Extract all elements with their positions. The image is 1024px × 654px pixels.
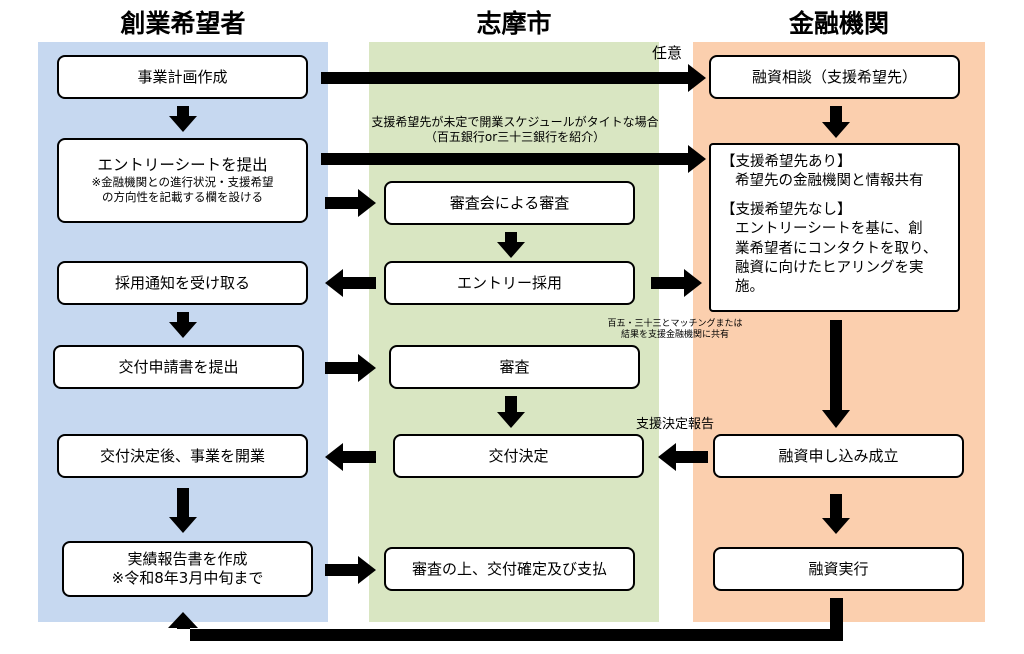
arrow-plan-to-entry	[169, 106, 197, 132]
label-optional: 任意	[652, 44, 683, 62]
label-matching-1: 百五・三十三とマッチングまたは	[607, 319, 743, 329]
label-matching-2: 結果を支援金融機関に共有	[620, 330, 729, 340]
arrow-execution-to-report	[168, 598, 843, 641]
box-review: 審査	[389, 345, 640, 389]
box-final-payment: 審査の上、交付確定及び支払	[384, 547, 635, 591]
box-loan-established: 融資申し込み成立	[713, 434, 964, 478]
label-tight-schedule-1: 支援希望先が未定で開業スケジュールがタイトな場合	[371, 115, 659, 129]
with-pref-title: 【支援希望先あり】	[721, 154, 852, 170]
box-entry-note-1: ※金融機関との進行状況・支援希望	[91, 175, 274, 190]
box-report-note: ※令和8年3月中旬まで	[111, 569, 264, 587]
box-submit-application-text: 交付申請書を提出	[118, 357, 239, 376]
without-pref-title: 【支援希望先なし】	[721, 202, 852, 219]
box-consult: 融資相談（支援希望先）	[709, 55, 960, 99]
box-entry-adopted: エントリー採用	[384, 261, 635, 305]
arrow-open-to-report	[169, 488, 197, 533]
box-entry-adopted-text: エントリー採用	[456, 273, 562, 292]
arrow-entry-to-bank	[321, 145, 706, 173]
without-pref-line-1: エントリーシートを基に、創	[735, 221, 923, 238]
with-pref-body: 希望先の金融機関と情報共有	[735, 173, 924, 190]
box-plan-text: 事業計画作成	[137, 67, 228, 86]
arrow-report-to-final	[325, 556, 376, 584]
without-pref-line-3: 融資に向けたヒアリングを実	[735, 259, 924, 276]
label-tight-schedule-2: （百五銀行or三十三銀行を紹介）	[424, 130, 606, 144]
box-submit-application: 交付申請書を提出	[53, 345, 304, 389]
arrow-review-to-decision	[497, 396, 525, 428]
box-loan-execution-text: 融資実行	[808, 559, 869, 578]
box-loan-execution: 融資実行	[713, 547, 964, 591]
box-review-committee: 審査会による審査	[384, 181, 635, 225]
box-entry-title: エントリーシートを提出	[97, 155, 268, 174]
box-open-business-text: 交付決定後、事業を開業	[99, 446, 265, 465]
arrow-adopted-to-notice	[325, 269, 376, 297]
arrow-entry-to-review	[325, 189, 376, 217]
box-report: 実績報告書を作成 ※令和8年3月中旬まで	[62, 541, 313, 597]
arrow-consult-to-info	[822, 106, 850, 138]
lane-title-bank: 金融機関	[788, 9, 889, 38]
arrow-plan-to-consult	[321, 64, 706, 92]
box-entry-note-2: の方向性を記載する欄を設ける	[102, 190, 263, 205]
box-review-committee-text: 審査会による審査	[449, 193, 570, 212]
without-pref-line-4: 施。	[735, 278, 764, 295]
box-plan: 事業計画作成	[57, 55, 308, 99]
arrow-application-to-review	[325, 354, 376, 382]
box-open-business: 交付決定後、事業を開業	[57, 434, 308, 478]
box-consult-text: 融資相談（支援希望先）	[751, 67, 917, 86]
label-support-report: 支援決定報告	[636, 417, 715, 432]
box-report-title: 実績報告書を作成	[127, 550, 248, 569]
lane-city-bg	[369, 42, 659, 622]
box-loan-established-text: 融資申し込み成立	[778, 446, 899, 465]
box-final-payment-text: 審査の上、交付確定及び支払	[411, 559, 607, 578]
box-receive-notice: 採用通知を受け取る	[57, 261, 308, 305]
arrow-decision-to-open	[325, 443, 376, 471]
arrow-loan-to-execution	[822, 494, 850, 534]
box-grant-decision: 交付決定	[393, 434, 644, 478]
arrow-review-committee-to-adopted	[497, 232, 525, 258]
arrow-info-to-loan	[822, 320, 850, 428]
box-grant-decision-text: 交付決定	[488, 446, 549, 465]
without-pref-line-2: 業希望者にコンタクトを取り、	[735, 240, 938, 257]
arrow-adopted-to-bank	[651, 269, 702, 297]
arrow-loan-to-decision	[658, 443, 708, 471]
box-entry-sheet: エントリーシートを提出 ※金融機関との進行状況・支援希望 の方向性を記載する欄を…	[57, 138, 308, 223]
arrow-notice-to-application	[169, 312, 197, 338]
lane-title-city: 志摩市	[476, 9, 552, 38]
lane-title-applicant: 創業希望者	[120, 9, 246, 38]
box-review-text: 審査	[499, 357, 530, 376]
box-receive-notice-text: 採用通知を受け取る	[114, 273, 250, 292]
box-info-sharing: 【支援希望先あり】 希望先の金融機関と情報共有 【支援希望先なし】 エントリーシ…	[709, 143, 960, 312]
